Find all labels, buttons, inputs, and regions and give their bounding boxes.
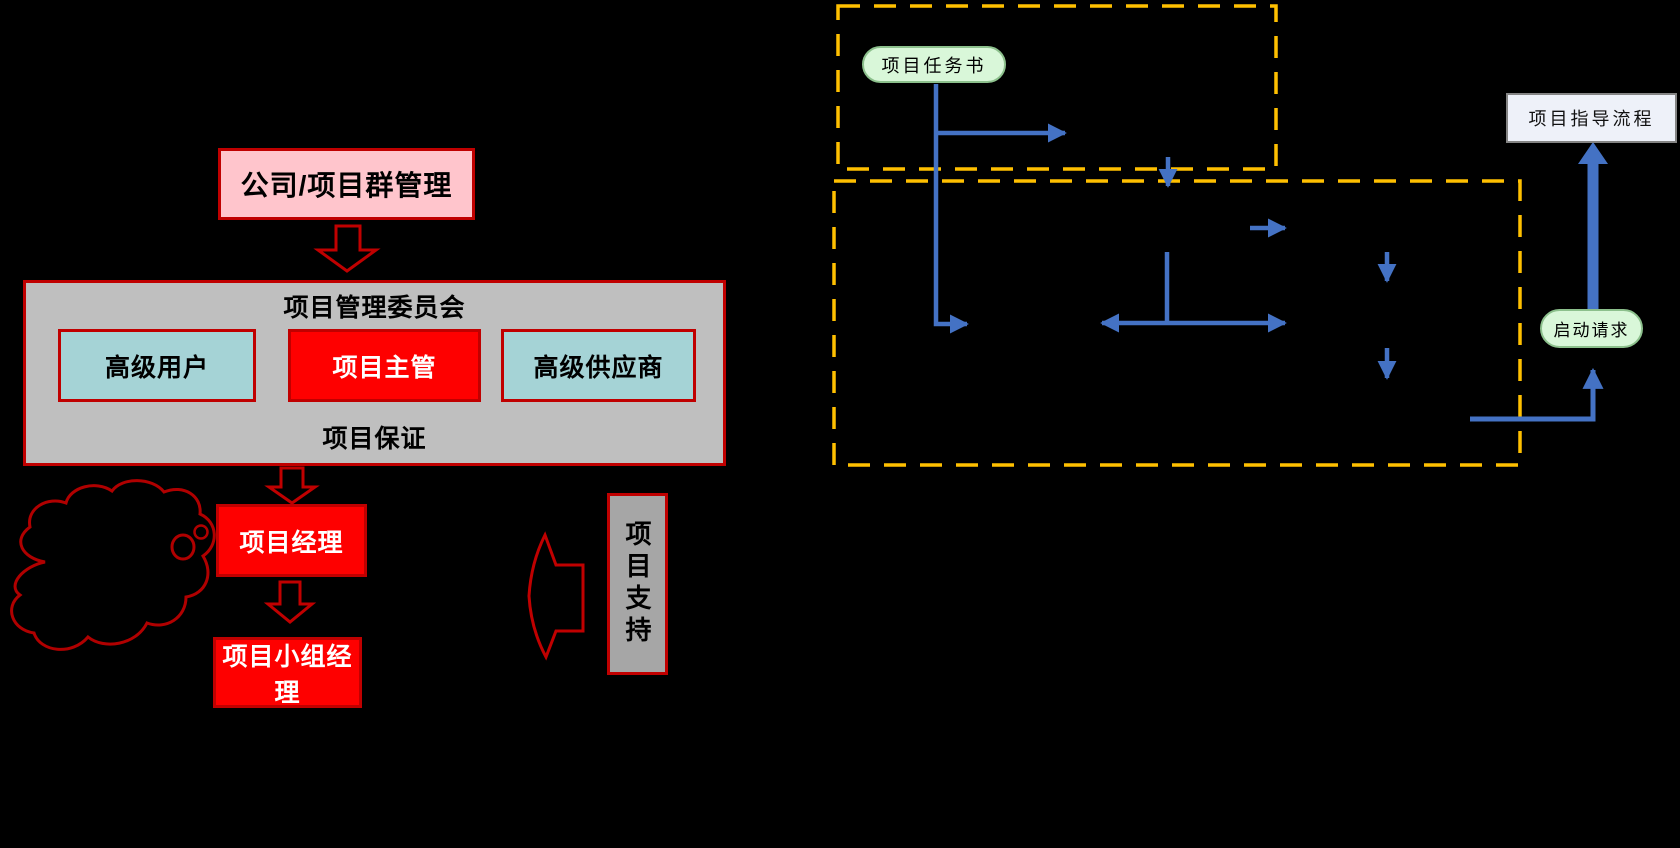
project-support-label: 项目支持 <box>622 520 652 648</box>
executive-label: 项目主管 <box>332 353 437 382</box>
senior-supplier-label: 高级供应商 <box>533 353 664 382</box>
project-support-bar: 项目支持 <box>607 493 668 675</box>
senior-user-label: 高级用户 <box>104 353 209 382</box>
senior-user-box: 高级用户 <box>58 329 256 402</box>
thought-cloud-icon <box>10 479 216 651</box>
left-block-arrow <box>527 531 585 661</box>
flow-arrow-elbow-to-request <box>1470 367 1604 422</box>
project-manager-box: 项目经理 <box>216 504 367 577</box>
project-manager-label: 项目经理 <box>239 528 344 557</box>
down-block-arrow-1 <box>313 224 381 273</box>
stage-dashed-box-1 <box>836 4 1278 171</box>
executive-box: 项目主管 <box>288 329 481 402</box>
senior-supplier-box: 高级供应商 <box>501 329 696 402</box>
team-manager-label: 项目小组经理 <box>222 642 353 707</box>
corporate-programme-label: 公司/项目群管理 <box>240 170 453 201</box>
flow-arrow-request-to-directing <box>1578 142 1608 309</box>
down-block-arrow-2 <box>264 466 320 505</box>
directing-process-label: 项目指导流程 <box>1528 109 1655 129</box>
flow-arrow-mandate-down-right <box>933 84 969 334</box>
project-board-box: 项目管理委员会 高级用户 项目主管 高级供应商 项目保证 <box>23 280 726 466</box>
down-block-arrow-3 <box>263 580 317 624</box>
request-to-initiate-label: 启动请求 <box>1553 321 1630 340</box>
team-manager-box: 项目小组经理 <box>213 637 362 708</box>
project-board-title: 项目管理委员会 <box>283 294 466 322</box>
request-to-initiate-pill: 启动请求 <box>1540 309 1643 348</box>
project-mandate-pill: 项目任务书 <box>862 46 1006 83</box>
project-assurance-label: 项目保证 <box>322 425 427 453</box>
project-mandate-label: 项目任务书 <box>881 55 987 76</box>
corporate-programme-box: 公司/项目群管理 <box>218 148 475 220</box>
flow-connectors <box>933 84 1604 422</box>
directing-process-box: 项目指导流程 <box>1506 93 1677 143</box>
